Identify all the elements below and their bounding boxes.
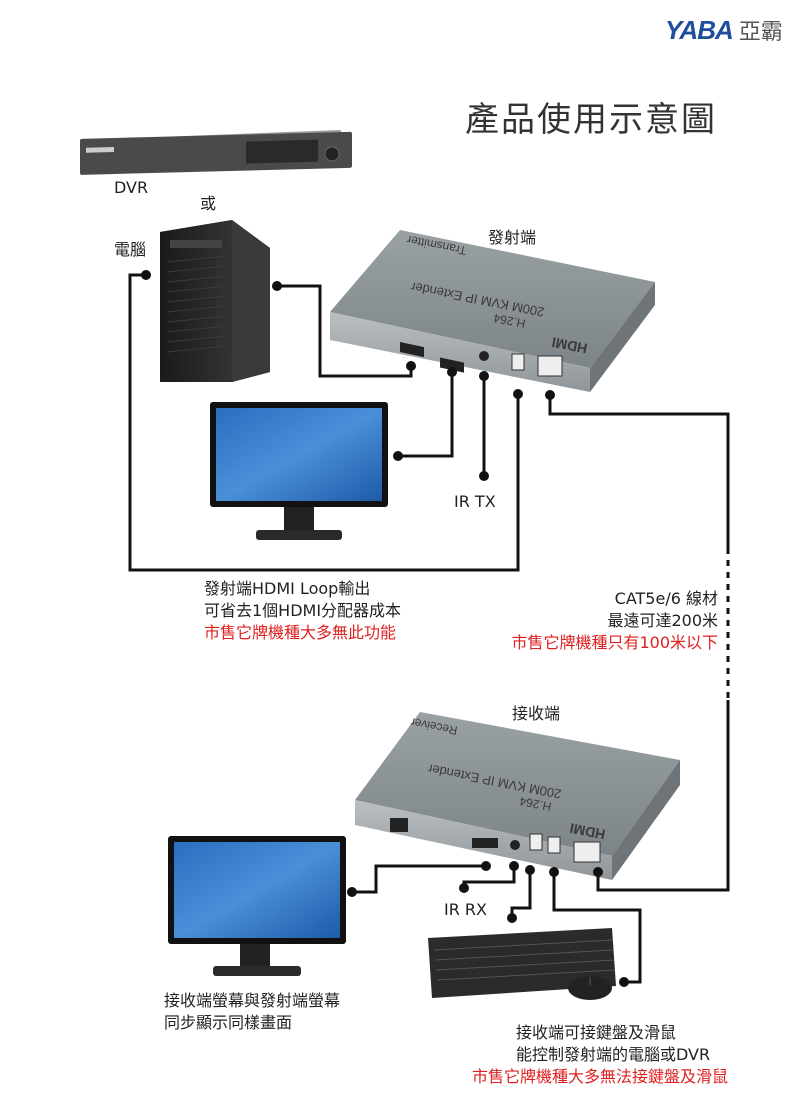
tx-codec-text: H.264 — [492, 311, 526, 331]
logo-mark: YABA — [665, 14, 734, 45]
rx-brand-text: HDMI — [568, 820, 606, 843]
logo-text: 亞霸 — [738, 20, 783, 45]
brand-logo: YABA 亞霸 — [665, 14, 783, 46]
note-cable: CAT5e/6 線材 最遠可達200米 市售它牌機種只有100米以下 — [511, 588, 718, 654]
note-sync: 接收端螢幕與發射端螢幕 同步顯示同樣畫面 — [164, 990, 340, 1034]
label-or: 或 — [200, 194, 217, 213]
note-loop-red: 市售它牌機種大多無此功能 — [204, 623, 397, 642]
note-keyboard: 接收端可接鍵盤及滑鼠 能控制發射端的電腦或DVR 市售它牌機種大多無法接鍵盤及滑… — [472, 1022, 728, 1088]
note-kb-line2: 能控制發射端的電腦或DVR — [515, 1045, 711, 1064]
note-cable-line2: 最遠可達200米 — [607, 611, 718, 630]
note-loop-line2: 可省去1個HDMI分配器成本 — [204, 601, 402, 620]
note-kb-line1: 接收端可接鍵盤及滑鼠 — [515, 1023, 676, 1042]
note-sync-line1: 接收端螢幕與發射端螢幕 — [164, 991, 341, 1010]
note-cable-line1: CAT5e/6 線材 — [614, 589, 718, 608]
cables — [128, 273, 730, 984]
label-pc: 電腦 — [114, 240, 147, 259]
monitor-receiver — [168, 836, 346, 976]
receiver-device — [355, 712, 680, 880]
label-transmitter: 發射端 — [488, 228, 537, 247]
note-loop: 發射端HDMI Loop輸出 可省去1個HDMI分配器成本 市售它牌機種大多無此… — [204, 578, 401, 644]
pc-tower — [160, 220, 270, 382]
label-receiver: 接收端 — [512, 704, 561, 723]
note-kb-red: 市售它牌機種大多無法接鍵盤及滑鼠 — [471, 1067, 728, 1086]
rx-codec-text: H.264 — [518, 794, 552, 814]
tx-brand-text: HDMI — [550, 334, 588, 357]
transmitter-device — [330, 230, 655, 420]
label-ir-rx: IR RX — [444, 900, 487, 919]
monitor-transmitter — [210, 402, 388, 540]
label-ir-tx: IR TX — [454, 492, 496, 511]
mouse — [568, 976, 612, 1000]
note-loop-line1: 發射端HDMI Loop輸出 — [204, 579, 371, 598]
dvr-device — [80, 130, 352, 175]
cable-dots — [141, 270, 629, 987]
keyboard — [428, 928, 616, 998]
page-title: 產品使用示意圖 — [465, 100, 717, 140]
note-cable-red: 市售它牌機種只有100米以下 — [511, 633, 718, 652]
note-sync-line2: 同步顯示同樣畫面 — [164, 1013, 293, 1032]
label-dvr: DVR — [114, 178, 149, 197]
